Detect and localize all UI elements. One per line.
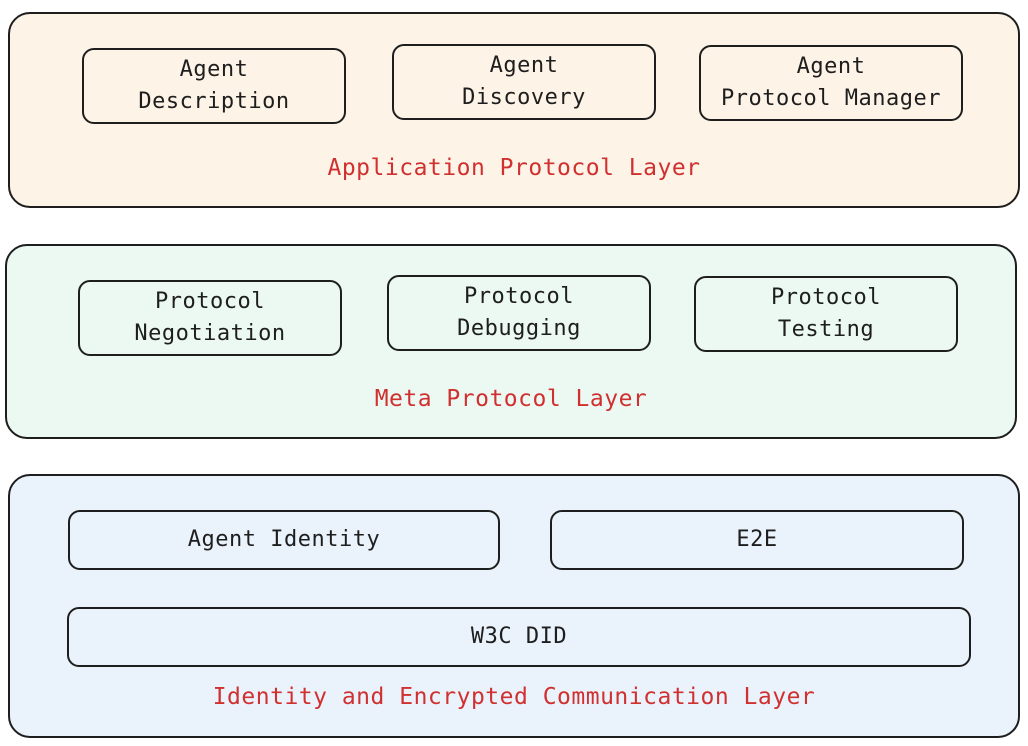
e2e-label: E2E xyxy=(736,527,778,552)
identity-encrypted-communication-layer: Agent Identity E2E W3C DID Identity and … xyxy=(8,474,1020,738)
agent-protocol-manager-box: Agent Protocol Manager xyxy=(699,45,963,121)
w3c-did-box: W3C DID xyxy=(67,607,971,667)
protocol-testing-label: Protocol Testing xyxy=(771,285,881,342)
protocol-testing-box: Protocol Testing xyxy=(694,276,958,352)
protocol-debugging-label: Protocol Debugging xyxy=(457,284,581,341)
protocol-debugging-box: Protocol Debugging xyxy=(387,275,651,351)
e2e-box: E2E xyxy=(550,510,964,570)
agent-discovery-box: Agent Discovery xyxy=(392,44,656,120)
agent-description-box: Agent Description xyxy=(82,48,346,124)
agent-protocol-manager-label: Agent Protocol Manager xyxy=(721,54,941,111)
agent-identity-box: Agent Identity xyxy=(68,510,500,570)
application-layer-label: Application Protocol Layer xyxy=(327,155,701,181)
agent-discovery-label: Agent Discovery xyxy=(462,53,586,110)
application-protocol-layer: Agent Description Agent Discovery Agent … xyxy=(8,12,1020,208)
agent-identity-label: Agent Identity xyxy=(187,527,381,552)
w3c-did-label: W3C DID xyxy=(470,624,568,649)
protocol-negotiation-box: Protocol Negotiation xyxy=(78,280,342,356)
identity-layer-label: Identity and Encrypted Communication Lay… xyxy=(212,684,816,710)
meta-protocol-layer: Protocol Negotiation Protocol Debugging … xyxy=(5,244,1017,439)
protocol-negotiation-label: Protocol Negotiation xyxy=(134,289,286,346)
meta-layer-label: Meta Protocol Layer xyxy=(374,386,648,412)
agent-description-label: Agent Description xyxy=(138,57,290,114)
